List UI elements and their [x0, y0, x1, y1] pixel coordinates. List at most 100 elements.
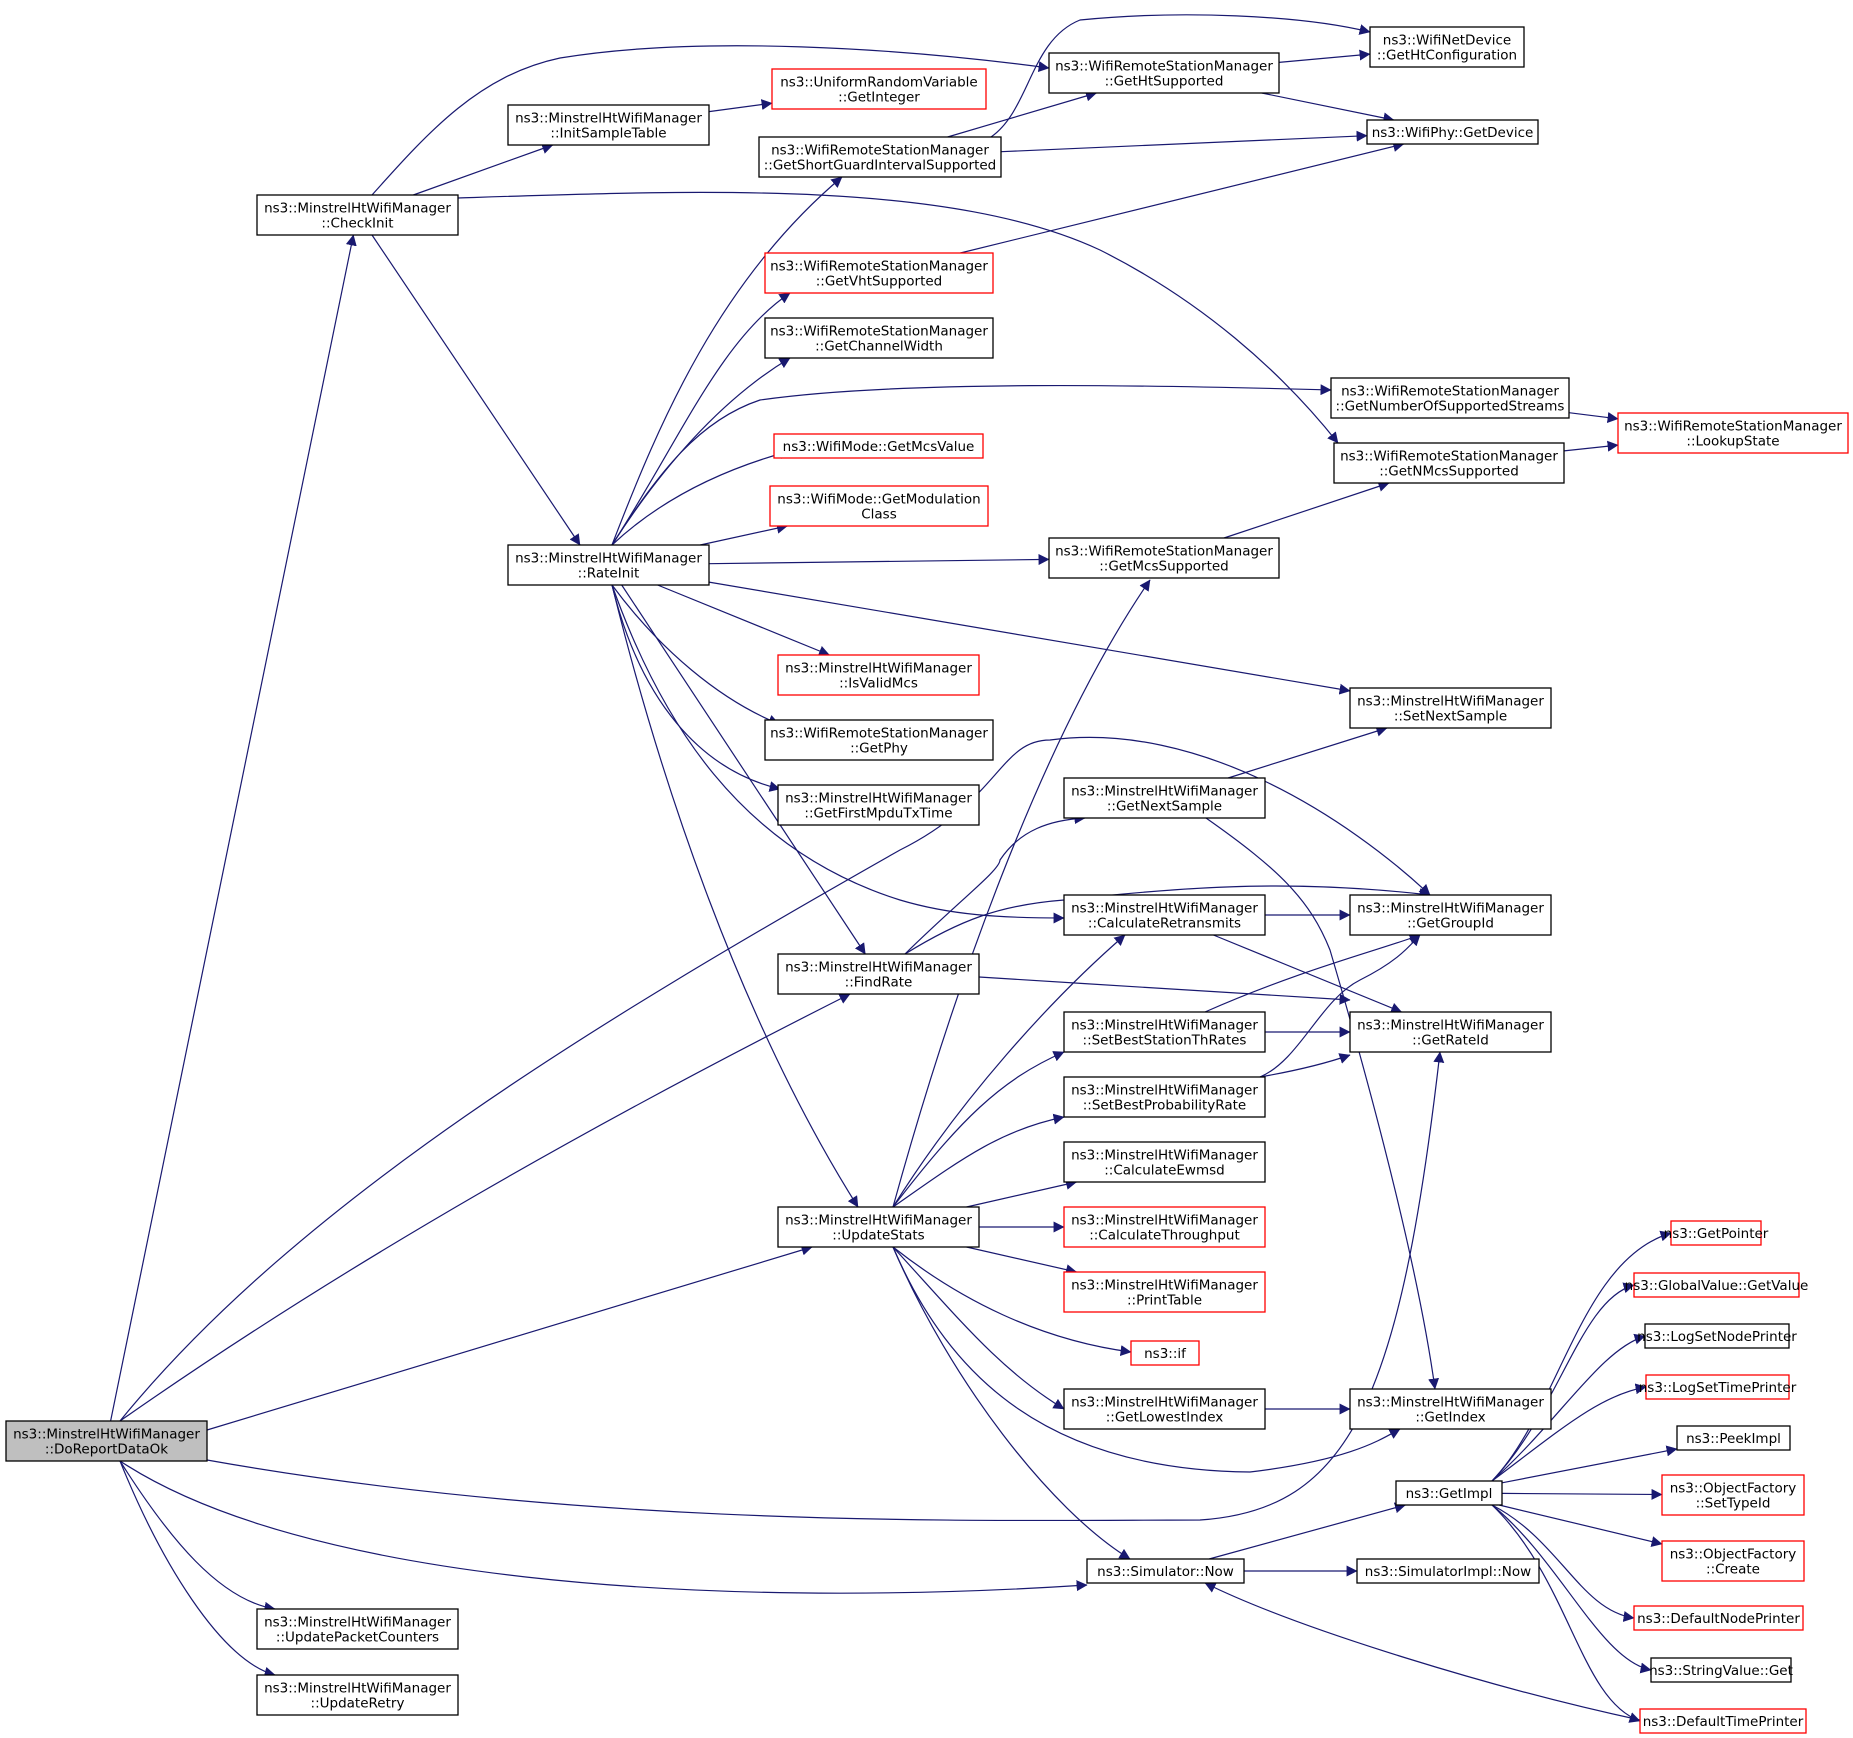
- node-label: ::GetPhy: [850, 741, 908, 757]
- node-label: ::SetNextSample: [1394, 709, 1507, 725]
- edge-rate-init-to-find-rate: [621, 584, 866, 955]
- node-simulator-now[interactable]: ns3::Simulator::Now: [1086, 1558, 1245, 1584]
- node-box: [1369, 26, 1525, 68]
- node-box: [1063, 894, 1266, 936]
- edge-rate-init-to-update-stats: [611, 584, 859, 1208]
- edge-get-impl-to-peek-impl: [1501, 1445, 1678, 1484]
- edge-update-stats-to-get-mcs-supported: [892, 579, 1151, 1208]
- node-box: [777, 1206, 980, 1248]
- node-get-phy[interactable]: ns3::WifiRemoteStationManager::GetPhy: [764, 719, 994, 761]
- node-global-value-get-value[interactable]: ns3::GlobalValue::GetValue: [1625, 1272, 1809, 1298]
- node-label: Class: [861, 507, 897, 523]
- node-calculate-retransmits[interactable]: ns3::MinstrelHtWifiManager::CalculateRet…: [1063, 894, 1266, 936]
- node-do-report-data-ok[interactable]: ns3::MinstrelHtWifiManager::DoReportData…: [5, 1420, 208, 1462]
- node-string-value-get[interactable]: ns3::StringValue::Get: [1649, 1657, 1793, 1683]
- node-box: [256, 1608, 459, 1650]
- node-lookup-state[interactable]: ns3::WifiRemoteStationManager::LookupSta…: [1617, 412, 1849, 454]
- node-simulator-impl-now[interactable]: ns3::SimulatorImpl::Now: [1356, 1558, 1540, 1584]
- node-get-ht-configuration[interactable]: ns3::WifiNetDevice::GetHtConfiguration: [1369, 26, 1525, 68]
- node-get-lowest-index[interactable]: ns3::MinstrelHtWifiManager::GetLowestInd…: [1063, 1388, 1266, 1430]
- node-get-ht-supported[interactable]: ns3::WifiRemoteStationManager::GetHtSupp…: [1048, 52, 1280, 94]
- edge-set-best-station-th-rates-to-get-group-id: [1204, 933, 1421, 1013]
- node-log-set-time-printer[interactable]: ns3::LogSetTimePrinter: [1639, 1374, 1797, 1400]
- node-box: [507, 104, 710, 146]
- node-set-best-station-th-rates[interactable]: ns3::MinstrelHtWifiManager::SetBestStati…: [1063, 1011, 1266, 1053]
- node-get-vht-supported[interactable]: ns3::WifiRemoteStationManager::GetVhtSup…: [764, 252, 994, 294]
- nodes-layer: ns3::MinstrelHtWifiManager::DoReportData…: [5, 26, 1849, 1734]
- node-box: [1650, 1657, 1792, 1683]
- node-calculate-throughput[interactable]: ns3::MinstrelHtWifiManager::CalculateThr…: [1063, 1206, 1266, 1248]
- node-print-table[interactable]: ns3::MinstrelHtWifiManager::PrintTable: [1063, 1271, 1266, 1313]
- node-get-impl[interactable]: ns3::GetImpl: [1395, 1480, 1503, 1506]
- node-get-group-id[interactable]: ns3::MinstrelHtWifiManager::GetGroupId: [1349, 894, 1552, 936]
- node-update-packet-counters[interactable]: ns3::MinstrelHtWifiManager::UpdatePacket…: [256, 1608, 459, 1650]
- node-default-node-printer[interactable]: ns3::DefaultNodePrinter: [1633, 1605, 1804, 1631]
- node-get-index[interactable]: ns3::MinstrelHtWifiManager::GetIndex: [1349, 1388, 1552, 1430]
- node-ns3-if[interactable]: ns3::if: [1130, 1340, 1200, 1366]
- node-default-time-printer[interactable]: ns3::DefaultTimePrinter: [1639, 1708, 1807, 1734]
- edge-get-impl-to-log-set-time-printer: [1491, 1383, 1647, 1482]
- node-label: ns3::MinstrelHtWifiManager: [785, 1213, 972, 1229]
- node-label: ::RateInit: [578, 566, 640, 582]
- node-box: [764, 317, 994, 359]
- node-get-first-mpdu-tx-time[interactable]: ns3::MinstrelHtWifiManager::GetFirstMpdu…: [777, 784, 980, 826]
- node-label: ::GetFirstMpduTxTime: [804, 806, 952, 822]
- edge-get-num-streams-to-lookup-state: [1568, 412, 1619, 423]
- node-get-sgi-supported[interactable]: ns3::WifiRemoteStationManager::GetShortG…: [758, 136, 1002, 178]
- edge-get-impl-to-default-time-printer: [1491, 1504, 1641, 1723]
- node-get-mcs-value[interactable]: ns3::WifiMode::GetMcsValue: [773, 433, 984, 459]
- node-label: ns3::WifiRemoteStationManager: [770, 726, 988, 742]
- node-box: [773, 433, 984, 459]
- node-label: ::GetInteger: [838, 90, 920, 106]
- node-get-num-streams[interactable]: ns3::WifiRemoteStationManager::GetNumber…: [1330, 377, 1570, 419]
- node-get-rate-id[interactable]: ns3::MinstrelHtWifiManager::GetRateId: [1349, 1011, 1552, 1053]
- node-object-factory-set-type-id[interactable]: ns3::ObjectFactory::SetTypeId: [1661, 1474, 1805, 1516]
- edge-set-best-probability-rate-to-get-group-id: [1259, 934, 1421, 1078]
- node-get-channel-width[interactable]: ns3::WifiRemoteStationManager::GetChanne…: [764, 317, 994, 359]
- node-object-factory-create[interactable]: ns3::ObjectFactory::Create: [1661, 1540, 1805, 1582]
- node-wifiphy-get-device[interactable]: ns3::WifiPhy::GetDevice: [1366, 119, 1539, 145]
- node-set-next-sample[interactable]: ns3::MinstrelHtWifiManager::SetNextSampl…: [1349, 687, 1552, 729]
- node-label: ::UpdateStats: [832, 1228, 924, 1244]
- edge-rate-init-to-calculate-retransmits: [611, 584, 1065, 924]
- node-get-nmcs-supported[interactable]: ns3::WifiRemoteStationManager::GetNMcsSu…: [1333, 442, 1565, 484]
- node-label: ns3::MinstrelHtWifiManager: [785, 960, 972, 976]
- node-label: ns3::MinstrelHtWifiManager: [1071, 1018, 1258, 1034]
- edge-get-sgi-supported-to-wifiphy-get-device: [1000, 130, 1368, 153]
- node-get-pointer[interactable]: ns3::GetPointer: [1664, 1220, 1769, 1246]
- node-init-sample-table[interactable]: ns3::MinstrelHtWifiManager::InitSampleTa…: [507, 104, 710, 146]
- node-label: ::GetIndex: [1415, 1410, 1485, 1426]
- edge-do-report-data-ok-to-update-retry: [119, 1460, 276, 1678]
- node-label: ::GetShortGuardIntervalSupported: [764, 158, 997, 174]
- node-rate-init[interactable]: ns3::MinstrelHtWifiManager::RateInit: [507, 544, 710, 586]
- node-label: ns3::MinstrelHtWifiManager: [1071, 784, 1258, 800]
- node-box: [1670, 1220, 1762, 1246]
- edge-init-sample-table-to-uniform-get-integer: [708, 99, 773, 113]
- node-check-init[interactable]: ns3::MinstrelHtWifiManager::CheckInit: [256, 194, 459, 236]
- node-update-retry[interactable]: ns3::MinstrelHtWifiManager::UpdateRetry: [256, 1674, 459, 1716]
- node-label: ns3::WifiRemoteStationManager: [1055, 544, 1273, 560]
- edge-get-impl-to-object-factory-create: [1498, 1504, 1663, 1547]
- edge-get-impl-to-get-pointer: [1491, 1230, 1672, 1482]
- node-calculate-ewmsd[interactable]: ns3::MinstrelHtWifiManager::CalculateEwm…: [1063, 1141, 1266, 1183]
- node-update-stats[interactable]: ns3::MinstrelHtWifiManager::UpdateStats: [777, 1206, 980, 1248]
- node-box: [1617, 412, 1849, 454]
- node-label: ns3::if: [1144, 1346, 1187, 1362]
- node-uniform-get-integer[interactable]: ns3::UniformRandomVariable::GetInteger: [771, 68, 987, 110]
- node-label: ::GetMcsSupported: [1099, 559, 1229, 575]
- node-label: ns3::MinstrelHtWifiManager: [1071, 1213, 1258, 1229]
- edge-get-impl-to-log-set-node-printer: [1491, 1333, 1646, 1482]
- node-is-valid-mcs[interactable]: ns3::MinstrelHtWifiManager::IsValidMcs: [777, 654, 980, 696]
- node-get-next-sample[interactable]: ns3::MinstrelHtWifiManager::GetNextSampl…: [1063, 777, 1266, 819]
- node-label: ns3::MinstrelHtWifiManager: [264, 1681, 451, 1697]
- node-label: ns3::MinstrelHtWifiManager: [785, 661, 972, 677]
- edge-check-init-to-get-nmcs-supported: [457, 191, 1339, 444]
- node-label: ::IsValidMcs: [839, 676, 918, 692]
- edge-simulator-now-to-get-impl: [1208, 1502, 1406, 1560]
- node-get-mcs-supported[interactable]: ns3::WifiRemoteStationManager::GetMcsSup…: [1048, 537, 1280, 579]
- node-log-set-node-printer[interactable]: ns3::LogSetNodePrinter: [1637, 1323, 1797, 1349]
- node-find-rate[interactable]: ns3::MinstrelHtWifiManager::FindRate: [777, 953, 980, 995]
- node-set-best-probability-rate[interactable]: ns3::MinstrelHtWifiManager::SetBestProba…: [1063, 1076, 1266, 1118]
- node-peek-impl[interactable]: ns3::PeekImpl: [1676, 1425, 1791, 1451]
